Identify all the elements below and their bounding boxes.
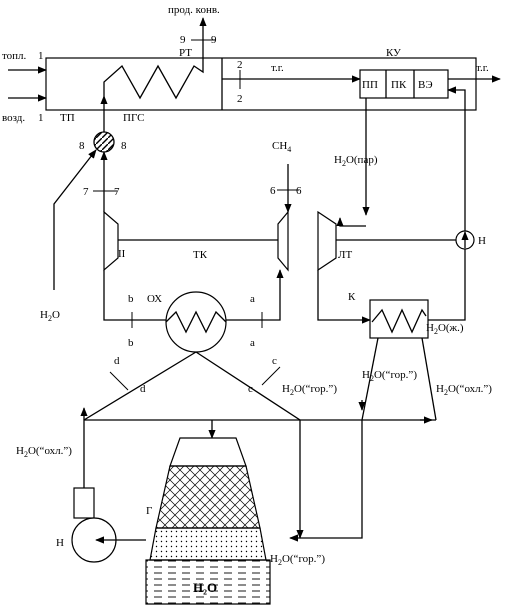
ox-label: ОХ	[147, 293, 162, 305]
section-c-top: c	[272, 355, 277, 367]
pp-label: ПП	[362, 79, 378, 91]
lt-label: ЛТ	[338, 249, 352, 261]
section-2-top: 2	[237, 59, 243, 71]
section-8-left: 8	[79, 140, 85, 152]
section-d-bottom: d	[140, 383, 146, 395]
h2o-hot-label-1: H2O(“гор.”)	[282, 383, 337, 397]
fuel-inlet: топл. 1	[2, 50, 47, 74]
h2o-liquid-label: H2O(ж.)	[426, 322, 464, 336]
h2o-feed-label: H2O	[40, 309, 60, 323]
ch4-label: CH4	[272, 140, 291, 154]
tk-label: ТК	[193, 249, 208, 261]
section-a-bottom: a	[250, 337, 255, 349]
pt-label: РТ	[179, 47, 192, 59]
section-8-right: 8	[121, 140, 127, 152]
section-9-left: 9	[180, 34, 186, 46]
h2o-steam-label: H2O(пар)	[334, 154, 378, 168]
circulation-pump-left: Н	[56, 487, 117, 563]
intercooler: ОХ	[147, 291, 227, 353]
h2o-cold-label-1: H2O(“охл.”)	[436, 383, 492, 397]
expansion-turbine: ЛТ	[317, 210, 456, 272]
section-a-top: a	[250, 293, 255, 305]
pgs-label: ПГС	[123, 112, 145, 124]
cooling-tower: Г H₂O	[145, 437, 271, 605]
fuel-label: топл.	[2, 50, 27, 62]
feed-pump-right: Н	[455, 230, 486, 250]
mixer-8	[93, 131, 115, 153]
section-d-top: d	[114, 355, 120, 367]
h2o-cold-label-2: H2O(“охл.”)	[16, 445, 72, 459]
turbocompressor: II ТК	[103, 210, 289, 272]
prod-conv-label: прод. конв.	[168, 4, 220, 16]
ku-label: КУ	[386, 47, 401, 59]
h2o-hot-label-3: H2O(“гор.”)	[270, 553, 325, 567]
pump-n-left-label: Н	[56, 537, 64, 549]
section-7-left: 7	[83, 186, 89, 198]
section-c-bottom: c	[248, 383, 253, 395]
h2o-hot-label-2: H2O(“гор.”)	[362, 369, 417, 383]
section-b-top: b	[128, 293, 134, 305]
ve-label: ВЭ	[418, 79, 433, 91]
tp-label: ТП	[60, 112, 75, 124]
section-6-left: 6	[270, 185, 276, 197]
section-2-bottom: 2	[237, 93, 243, 105]
section-1-top: 1	[38, 50, 44, 62]
pk-label: ПК	[391, 79, 407, 91]
section-7-right: 7	[114, 186, 120, 198]
flue-gas-label-out: т.г.	[476, 62, 489, 74]
air-label: возд.	[2, 112, 25, 124]
basin-h2o-label: H₂O	[193, 580, 217, 595]
air-inlet: возд. 1	[2, 94, 47, 124]
section-b-bottom: b	[128, 337, 134, 349]
flue-gas-label-in: т.г.	[271, 62, 284, 74]
tower-g-label: Г	[146, 505, 152, 517]
rotor-ii-label: II	[118, 248, 126, 260]
section-6-right: 6	[296, 185, 302, 197]
condenser: К	[348, 291, 429, 339]
waste-heat-boiler: ПП ПК ВЭ	[359, 69, 449, 99]
section-1-bottom: 1	[38, 112, 44, 124]
pump-n-right-label: Н	[478, 235, 486, 247]
k-label: К	[348, 291, 356, 303]
